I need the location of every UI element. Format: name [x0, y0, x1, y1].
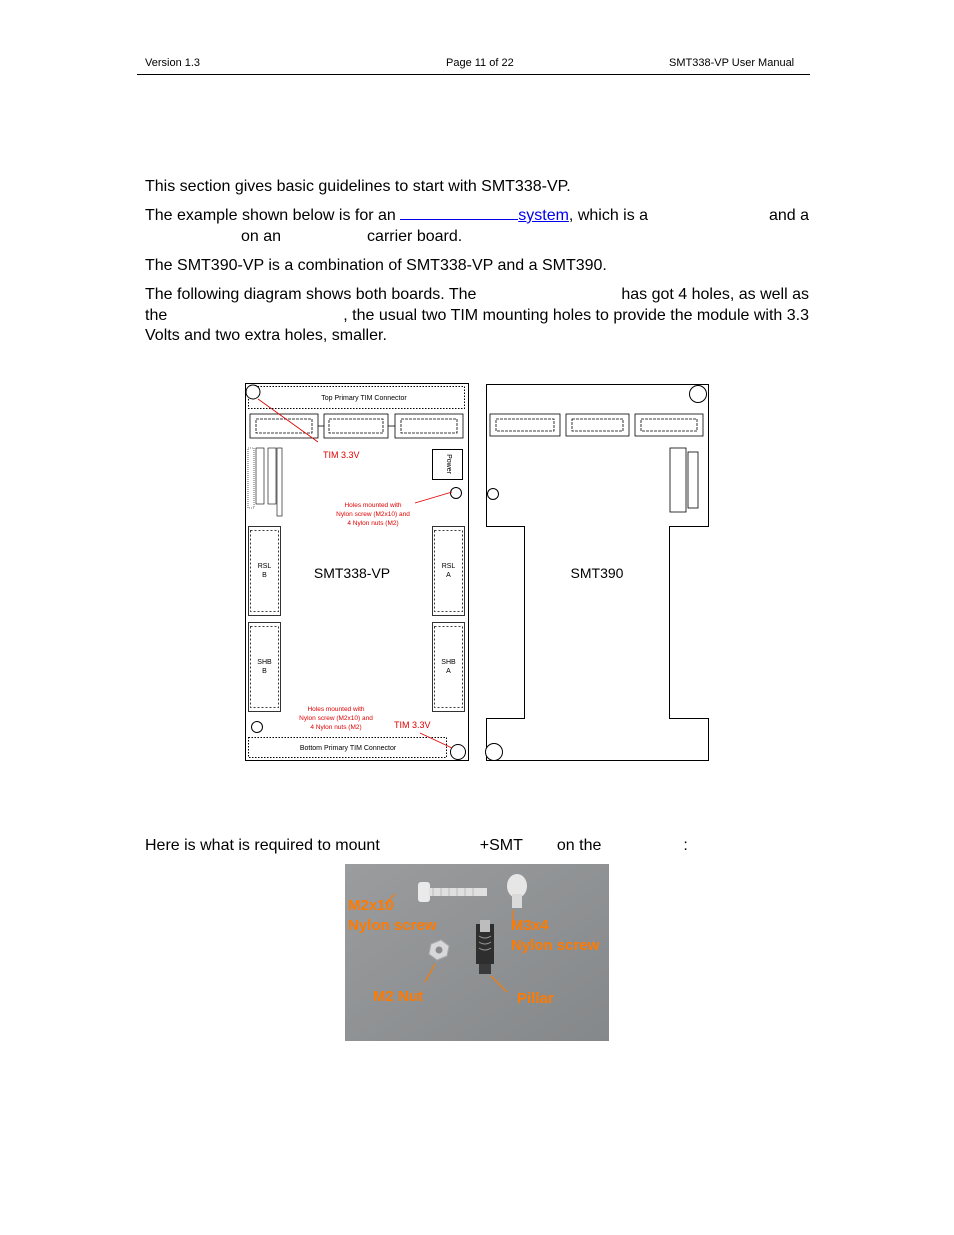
system-link[interactable]: system — [518, 207, 569, 224]
photo-label-m2x10-1: M2x10 — [348, 897, 394, 914]
power-label: Power — [445, 454, 452, 475]
rsl-a-connector — [432, 526, 465, 616]
example-text-c: and a — [768, 207, 809, 224]
shb-b-side: B — [262, 668, 267, 675]
header-manual-title: SMT338-VP User Manual — [669, 57, 795, 69]
bottom-tim-connector — [248, 737, 447, 758]
diagram-intro-a: The following diagram shows both boards.… — [145, 286, 477, 303]
mounting-text-c: on the — [556, 837, 602, 854]
rsl-a-side: A — [446, 572, 451, 579]
holes-annotation-top-3: 4 Nylon nuts (M2) — [347, 520, 398, 527]
tim-3v3-top-label: TIM 3.3V — [323, 450, 360, 460]
holes-annotation-bottom-3: 4 Nylon nuts (M2) — [310, 724, 361, 731]
photo-label-m3x4-2: Nylon screw — [511, 937, 600, 954]
paragraph-example: The example shown below is for an system… — [145, 206, 809, 247]
holes-annotation-bottom-2: Nylon screw (M2x10) and — [299, 715, 373, 722]
diagram-intro-e: Volts and two extra holes, smaller. — [145, 327, 387, 344]
rsl-a-label: RSL — [442, 563, 456, 570]
smt390-hole-small — [487, 488, 499, 500]
header-version: Version 1.3 — [145, 57, 201, 69]
example-text-a: The example shown below is for an — [145, 207, 396, 224]
smt390-hole-bl — [485, 743, 503, 761]
shb-a-label: SHB — [441, 659, 456, 666]
smt390-hole-tr — [689, 385, 707, 403]
smt338-board-outline — [245, 383, 469, 761]
power-connector — [432, 449, 463, 480]
hardware-photo: M2x10 Nylon screw M3x4 Nylon screw M2 Nu… — [345, 864, 609, 1041]
diagram-intro-b: has got 4 holes, as well as — [621, 286, 809, 303]
board-diagram: Top Primary TIM Connector Power RSL B R — [245, 383, 709, 761]
holes-annotation-bottom-1: Holes mounted with — [307, 706, 364, 713]
photo-label-pillar: Pillar — [517, 990, 554, 1007]
shb-a-connector — [432, 622, 465, 712]
rsl-b-connector — [248, 526, 281, 616]
rsl-b-label: RSL — [258, 563, 272, 570]
paragraph-mounting: Here is what is required to mount +SMT on … — [145, 836, 809, 857]
mounting-hole-small-bl — [251, 721, 263, 733]
example-text-e: carrier board. — [367, 227, 463, 245]
holes-annotation-top-2: Nylon screw (M2x10) and — [336, 511, 410, 518]
bottom-tim-connector-label: Bottom Primary TIM Connector — [300, 745, 397, 752]
paragraph-diagram-intro: The following diagram shows both boards.… — [145, 285, 809, 347]
shb-a-side: A — [446, 668, 451, 675]
redacted-link-text — [400, 219, 519, 220]
photo-label-m3x4-1: M3x4 — [511, 917, 549, 934]
tim-3v3-bottom-label: TIM 3.3V — [394, 720, 431, 730]
paragraph-intro: This section gives basic guidelines to s… — [145, 178, 571, 195]
smt390-connectors — [489, 413, 704, 513]
top-connectors — [249, 413, 464, 439]
photo-label-m2x10-2: Nylon screw — [348, 917, 437, 934]
mounting-text-b: +SMT — [479, 837, 523, 854]
header-rule — [137, 74, 810, 75]
diagram-intro-c: the — [145, 306, 168, 324]
shb-b-connector — [248, 622, 281, 712]
rsl-b-side: B — [262, 572, 267, 579]
mounting-hole-small-tr — [450, 487, 462, 499]
m2x10-screw-image — [418, 882, 487, 902]
paragraph-combination: The SMT390-VP is a combination of SMT338… — [145, 257, 607, 274]
smt390-board-outline — [486, 384, 709, 761]
diagram-intro-d: , the usual two TIM mounting holes to pr… — [343, 306, 809, 324]
left-pin-strip — [247, 447, 283, 517]
shb-b-label: SHB — [257, 659, 272, 666]
example-text-b: , which is a — [568, 207, 649, 224]
m3x4-screw-image — [507, 874, 527, 908]
header-page-number: Page 11 of 22 — [446, 57, 514, 69]
photo-label-m2-nut: M2 Nut — [373, 988, 423, 1005]
mounting-hole-br — [450, 744, 466, 760]
board1-name: SMT338-VP — [314, 565, 390, 581]
board2-name: SMT390 — [571, 565, 624, 581]
example-text-d: on an — [241, 227, 282, 245]
top-tim-connector-label: Top Primary TIM Connector — [321, 395, 407, 402]
holes-annotation-top-1: Holes mounted with — [344, 502, 401, 509]
mounting-hole-tl — [245, 384, 261, 400]
mounting-text-a: Here is what is required to mount — [145, 837, 380, 854]
mounting-text-d: : — [683, 837, 688, 854]
pillar-image — [476, 920, 494, 974]
